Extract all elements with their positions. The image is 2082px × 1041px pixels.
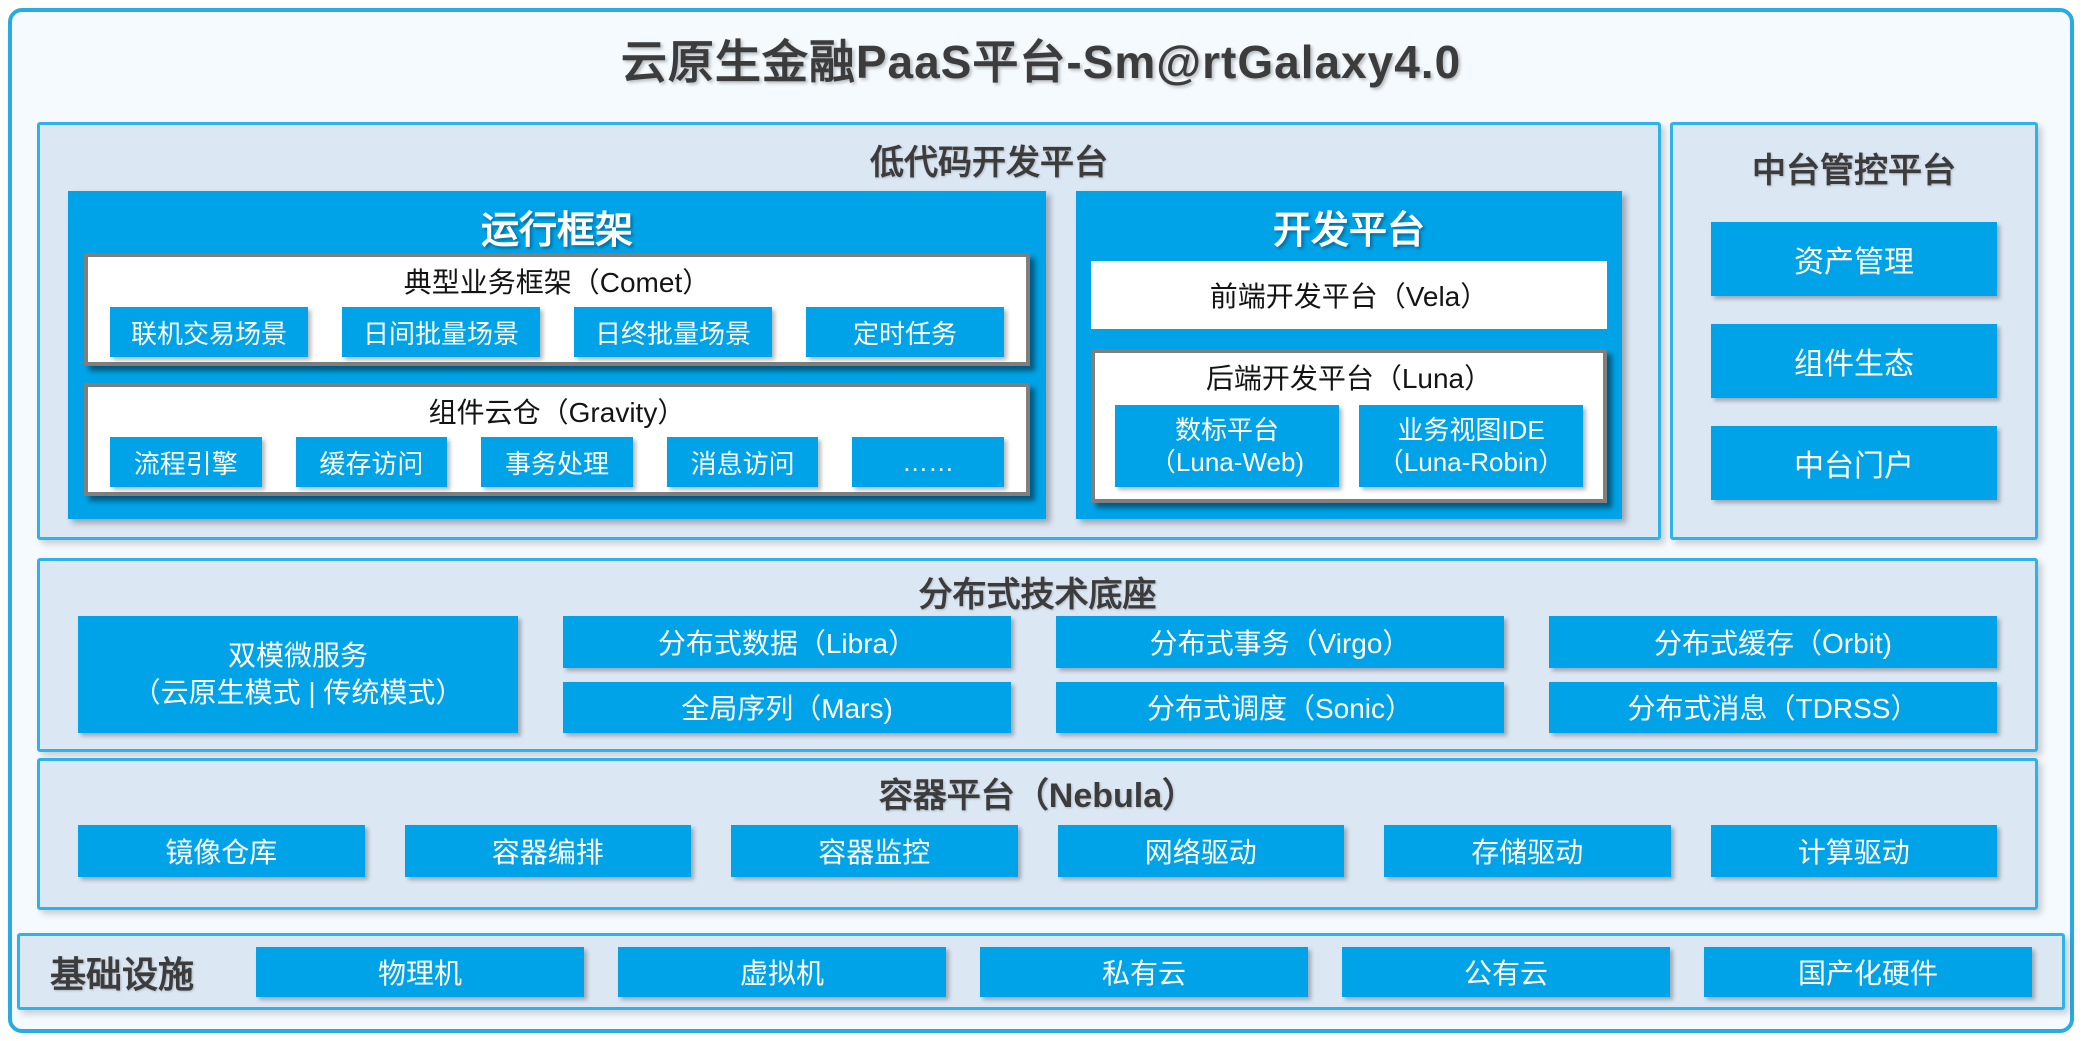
mid-item-asset-management: 资产管理 (1711, 222, 1997, 296)
gravity-item-transaction: 事务处理 (481, 437, 633, 487)
dist-item-sequence-mars: 全局序列（Mars) (563, 681, 1011, 733)
infra-item-private-cloud: 私有云 (980, 946, 1309, 997)
infra-item-public-cloud: 公有云 (1342, 946, 1671, 997)
mid-platform-items: 资产管理 组件生态 中台门户 (1711, 222, 1997, 500)
gravity-item-cache-access: 缓存访问 (295, 437, 448, 487)
comet-item-scheduled-task: 定时任务 (806, 307, 1004, 357)
luna-backend-box: 后端开发平台（Luna） 数标平台 （Luna-Web) 业务视图IDE （Lu… (1091, 349, 1607, 503)
dual-mode-label: 双模微服务 (227, 640, 368, 672)
container-item-network-driver: 网络驱动 (1057, 825, 1344, 877)
diagram-title: 云原生金融PaaS平台-Sm@rtGalaxy4.0 (620, 36, 1462, 88)
dist-item-cache-orbit: 分布式缓存（Orbit) (1549, 616, 1997, 668)
luna-robin-block: 业务视图IDE （Luna-Robin） (1359, 405, 1583, 487)
comet-item-daytime-batch: 日间批量场景 (342, 307, 540, 357)
gravity-items-row: 流程引擎 缓存访问 事务处理 消息访问 …… (110, 437, 1004, 487)
gravity-warehouse-title: 组件云仓（Gravity） (428, 397, 686, 428)
distributed-base-title: 分布式技术底座 (918, 576, 1157, 614)
dev-platform-panel: 开发平台 前端开发平台（Vela） 后端开发平台（Luna） 数标平台 （Lun… (1076, 191, 1622, 519)
comet-framework-box: 典型业务框架（Comet） 联机交易场景 日间批量场景 日终批量场景 定时任务 (84, 253, 1030, 366)
mid-platform-title: 中台管控平台 (1752, 152, 1956, 190)
container-platform-title: 容器平台（Nebula） (878, 777, 1197, 815)
mid-item-component-ecosystem: 组件生态 (1711, 324, 1997, 398)
comet-item-online-trading: 联机交易场景 (110, 307, 308, 357)
dist-item-data-libra: 分布式数据（Libra） (563, 616, 1011, 668)
comet-framework-title: 典型业务框架（Comet） (403, 267, 711, 298)
lowcode-platform-panel: 低代码开发平台 运行框架 典型业务框架（Comet） 联机交易场景 日间批量场景… (37, 122, 1661, 540)
luna-robin-label: 业务视图IDE (1397, 414, 1545, 445)
gravity-item-process-engine: 流程引擎 (110, 437, 262, 487)
mid-item-portal: 中台门户 (1711, 426, 1997, 500)
infrastructure-panel: 基础设施 物理机 虚拟机 私有云 公有云 国产化硬件 (17, 933, 2065, 1010)
container-item-storage-driver: 存储驱动 (1384, 825, 1671, 877)
luna-backend-title: 后端开发平台（Luna） (1205, 363, 1493, 394)
luna-web-block: 数标平台 （Luna-Web) (1115, 405, 1339, 487)
distributed-items-grid: 双模微服务 （云原生模式 | 传统模式） 分布式数据（Libra） 分布式事务（… (78, 616, 1997, 733)
container-item-monitoring: 容器监控 (731, 825, 1018, 877)
diagram-canvas: 云原生金融PaaS平台-Sm@rtGalaxy4.0 低代码开发平台 运行框架 … (8, 8, 2074, 1033)
comet-item-endofday-batch: 日终批量场景 (574, 307, 772, 357)
infra-item-virtual-machine: 虚拟机 (618, 946, 947, 997)
dist-item-transaction-virgo: 分布式事务（Virgo） (1056, 616, 1504, 668)
container-item-image-registry: 镜像仓库 (78, 825, 365, 877)
dist-item-message-tdrss: 分布式消息（TDRSS） (1549, 681, 1997, 733)
dist-item-scheduling-sonic: 分布式调度（Sonic） (1056, 681, 1504, 733)
gravity-warehouse-box: 组件云仓（Gravity） 流程引擎 缓存访问 事务处理 消息访问 …… (84, 383, 1030, 496)
luna-robin-sublabel: （Luna-Robin） (1377, 447, 1565, 477)
vela-frontend-box: 前端开发平台（Vela） (1091, 261, 1607, 329)
lowcode-inner-panels: 运行框架 典型业务框架（Comet） 联机交易场景 日间批量场景 日终批量场景 … (68, 191, 1622, 519)
runtime-framework-title: 运行框架 (480, 210, 633, 252)
distributed-base-panel: 分布式技术底座 双模微服务 （云原生模式 | 传统模式） 分布式数据（Libra… (37, 558, 2038, 752)
container-items-grid: 镜像仓库 容器编排 容器监控 网络驱动 存储驱动 计算驱动 (78, 825, 1997, 877)
container-platform-panel: 容器平台（Nebula） 镜像仓库 容器编排 容器监控 网络驱动 存储驱动 计算… (37, 758, 2038, 910)
luna-web-sublabel: （Luna-Web) (1149, 447, 1305, 477)
dual-mode-sublabel: （云原生模式 | 传统模式） (132, 676, 464, 708)
luna-items-row: 数标平台 （Luna-Web) 业务视图IDE （Luna-Robin） (1115, 405, 1583, 487)
container-item-compute-driver: 计算驱动 (1710, 825, 1997, 877)
mid-platform-panel: 中台管控平台 资产管理 组件生态 中台门户 (1670, 122, 2038, 540)
dual-mode-microservice-block: 双模微服务 （云原生模式 | 传统模式） (78, 616, 518, 733)
dev-platform-title: 开发平台 (1272, 210, 1425, 252)
container-item-orchestration: 容器编排 (404, 825, 691, 877)
gravity-item-ellipsis: …… (852, 437, 1004, 487)
infra-item-domestic-hardware: 国产化硬件 (1704, 946, 2033, 997)
gravity-item-message-access: 消息访问 (666, 437, 819, 487)
infrastructure-label: 基础设施 (50, 953, 195, 995)
lowcode-platform-title: 低代码开发平台 (870, 144, 1108, 182)
luna-web-label: 数标平台 (1174, 414, 1279, 445)
comet-items-row: 联机交易场景 日间批量场景 日终批量场景 定时任务 (110, 307, 1004, 357)
runtime-framework-panel: 运行框架 典型业务框架（Comet） 联机交易场景 日间批量场景 日终批量场景 … (68, 191, 1046, 519)
infra-item-physical-machine: 物理机 (256, 946, 585, 997)
